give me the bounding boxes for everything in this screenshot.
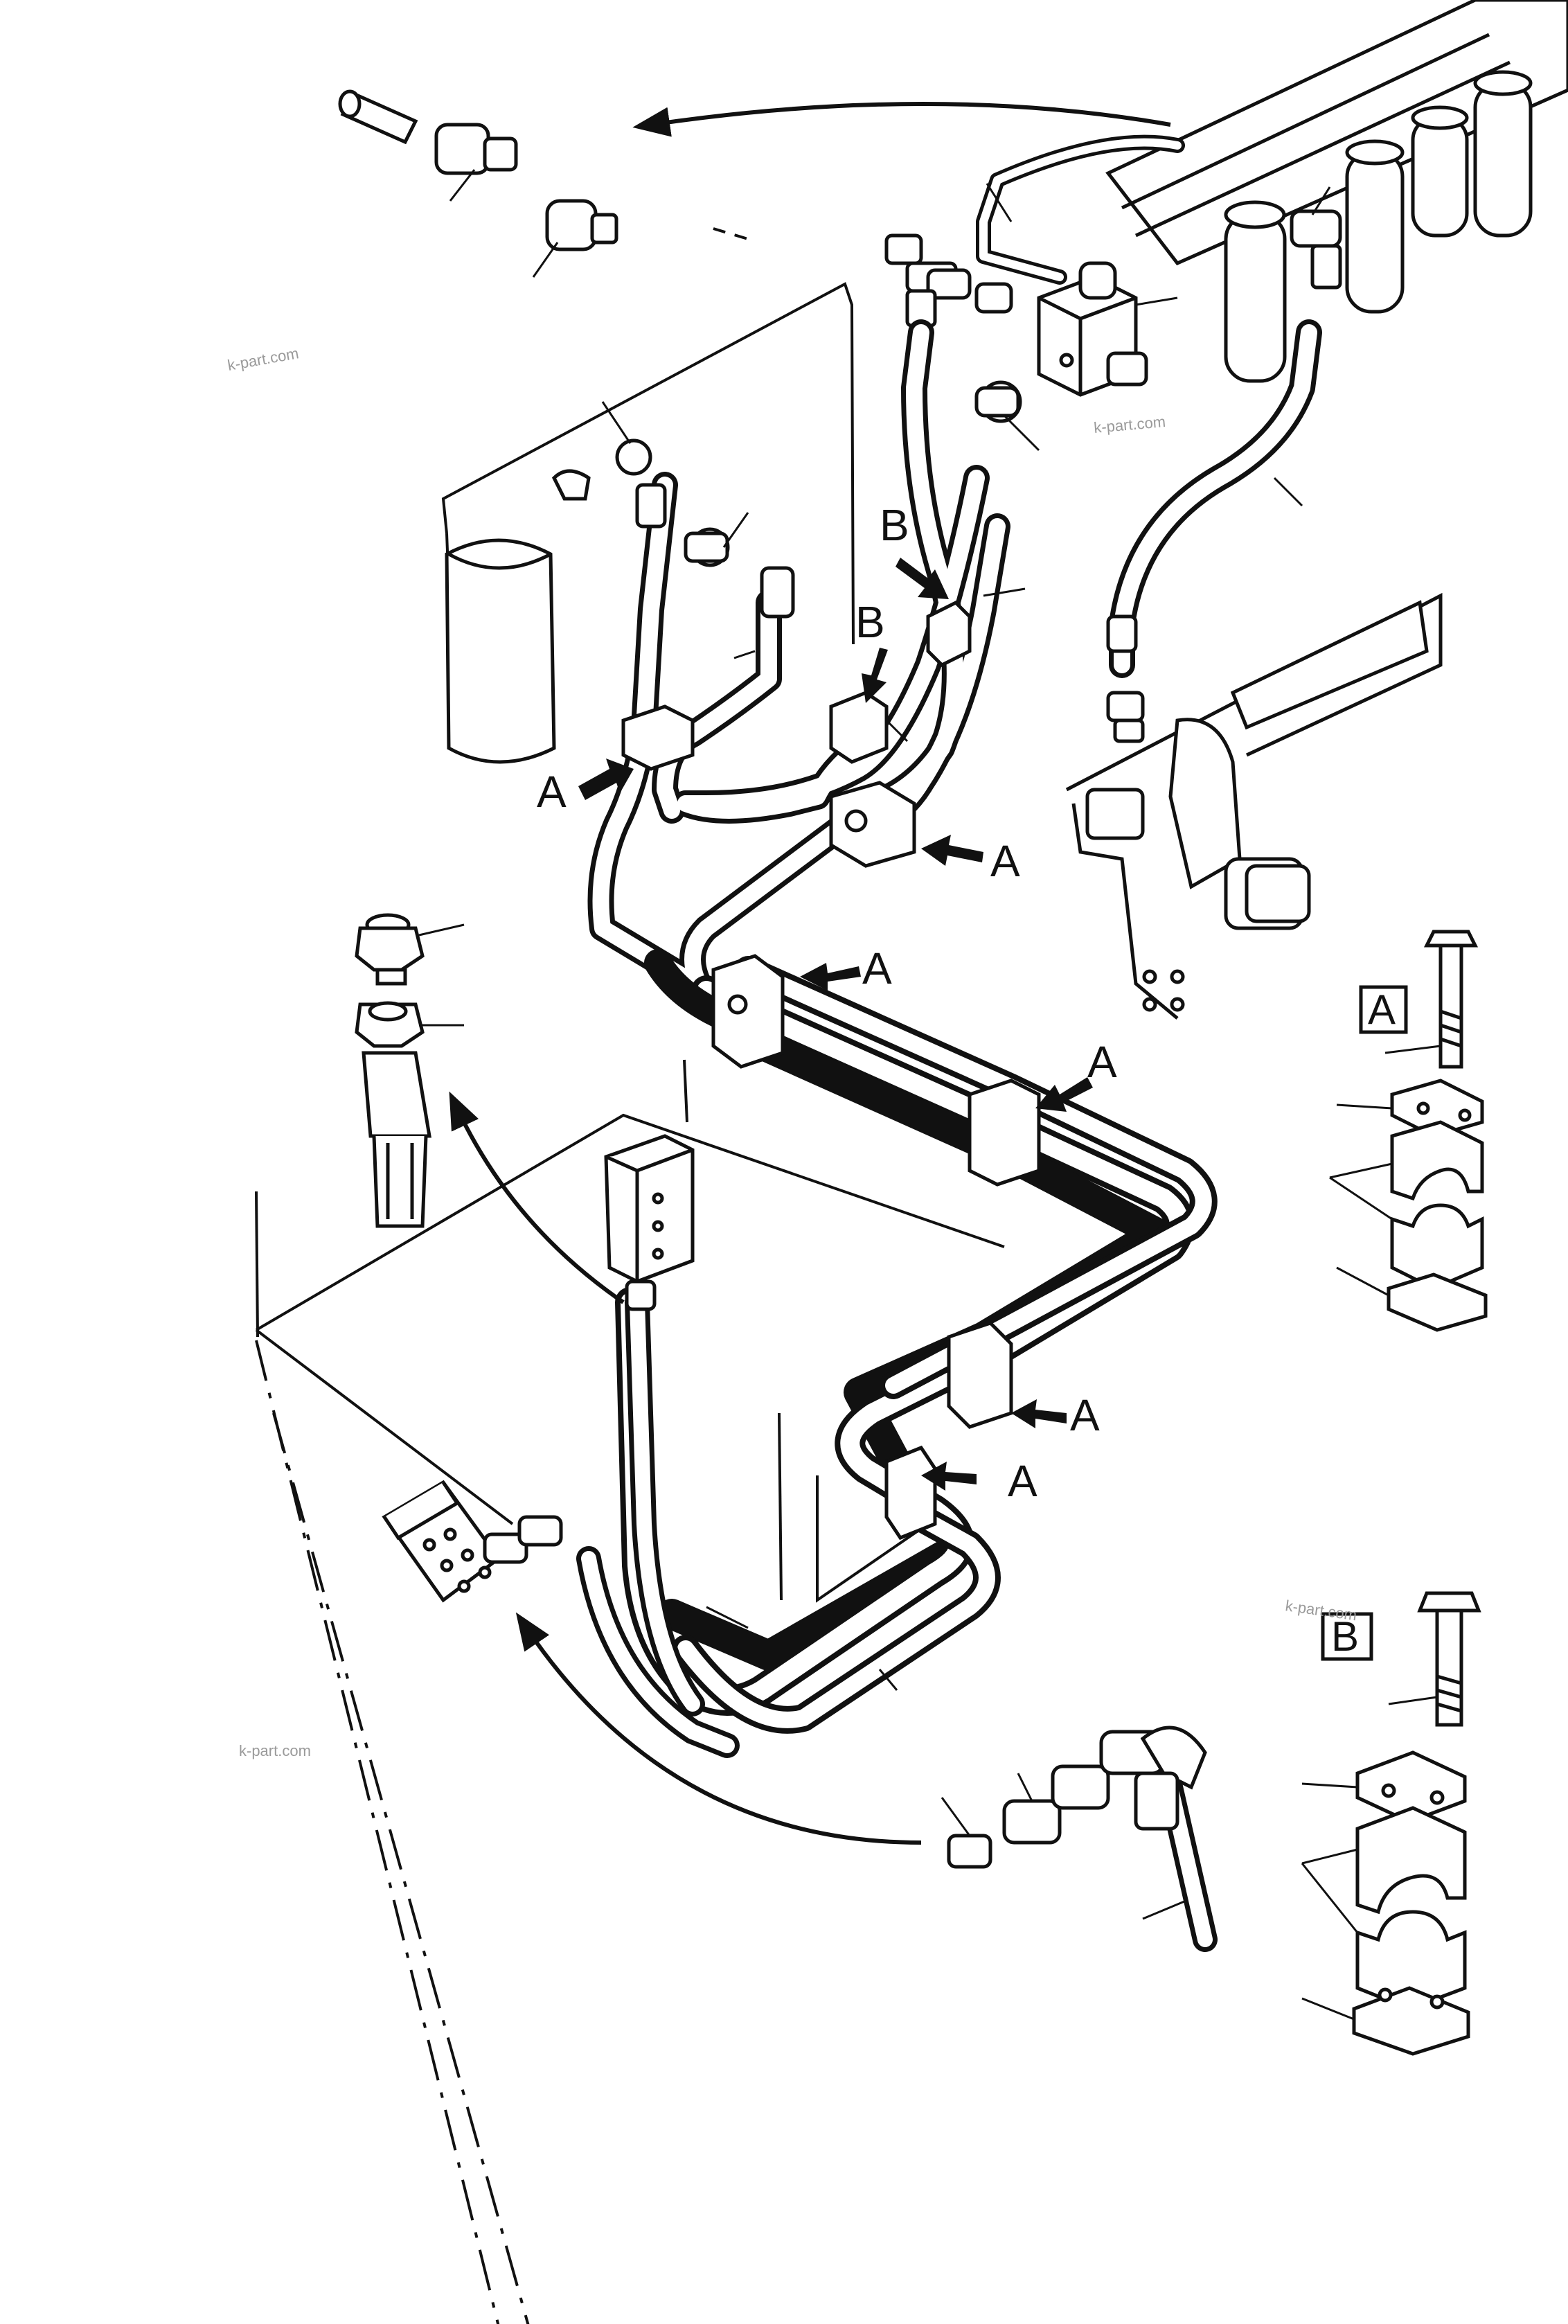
detail-box-b-label: B bbox=[1331, 1613, 1359, 1660]
elbow-fitting-right bbox=[1290, 209, 1342, 290]
curved-arrow-top bbox=[632, 102, 1171, 137]
filter-element-1 bbox=[1224, 200, 1287, 383]
bottom-right-fitting-exploded bbox=[947, 1726, 1207, 1869]
tee-fitting-top bbox=[884, 233, 1013, 328]
detail-box-a-frame bbox=[1359, 985, 1408, 1034]
filter-element-4 bbox=[1473, 70, 1533, 238]
arrow-right-icon bbox=[1035, 1077, 1093, 1112]
callout-a-6: A bbox=[1008, 1456, 1037, 1506]
detail-box-b-frame bbox=[1321, 1612, 1373, 1661]
callout-a-4: A bbox=[1087, 1037, 1117, 1087]
upper-filter-canister bbox=[445, 538, 556, 764]
routing-arrows bbox=[449, 102, 1171, 1845]
watermark-4: k-part.com bbox=[1284, 1597, 1357, 1624]
arrow-right-icon bbox=[862, 648, 888, 703]
curved-arrow-bottom bbox=[515, 1612, 922, 1845]
callout-a-1: A bbox=[537, 767, 567, 817]
left-fitting-exploded bbox=[355, 913, 431, 1228]
clamp-detail-b bbox=[1352, 1591, 1481, 2056]
right-hose-end-fitting bbox=[1106, 614, 1145, 743]
watermark-1: k-part.com bbox=[226, 344, 301, 374]
arrow-right-icon bbox=[578, 759, 634, 800]
watermark-2: k-part.com bbox=[1093, 413, 1166, 436]
upper-metal-pipe-inner bbox=[979, 138, 1182, 281]
callout-b-2: B bbox=[855, 597, 885, 647]
arrow-right-icon bbox=[800, 963, 861, 991]
callout-b-1: B bbox=[880, 500, 909, 550]
callout-a-3: A bbox=[862, 943, 892, 993]
lower-tank-outline bbox=[255, 1059, 1005, 2324]
detail-box-a-label: A bbox=[1368, 986, 1396, 1033]
engine-rail-assembly bbox=[1105, 0, 1568, 266]
junction-block-lower bbox=[382, 1480, 563, 1603]
part-leader-lines bbox=[418, 169, 1331, 1920]
elbow-fitting-valve bbox=[974, 380, 1022, 423]
filter-element-2 bbox=[1345, 139, 1405, 314]
top-left-fitting-exploded bbox=[338, 89, 618, 251]
watermark-3: k-part.com bbox=[239, 1742, 311, 1759]
callout-a-5: A bbox=[1070, 1390, 1100, 1440]
clamp-detail-a-leaders bbox=[1329, 1045, 1441, 1297]
distribution-valve-block bbox=[1037, 261, 1148, 397]
arrow-right-icon bbox=[1011, 1399, 1067, 1428]
filter-element-3 bbox=[1411, 105, 1469, 238]
engine-block-outline bbox=[1065, 592, 1443, 1020]
clamp-detail-b-leaders bbox=[1301, 1696, 1438, 2021]
hose-inner-strokes bbox=[592, 324, 1317, 1006]
junction-block-upper bbox=[604, 1134, 695, 1311]
clamp-detail-a bbox=[1387, 930, 1488, 1332]
clamp-blocks bbox=[621, 600, 1041, 1541]
callout-a-2: A bbox=[990, 836, 1020, 886]
curved-arrow-left bbox=[449, 1091, 625, 1304]
arrow-right-icon bbox=[896, 558, 949, 599]
arrow-right-icon bbox=[921, 1462, 977, 1491]
second-tube-run-inner bbox=[677, 961, 1212, 1728]
upper-left-elbow bbox=[551, 438, 795, 619]
arrow-right-icon bbox=[921, 835, 983, 866]
